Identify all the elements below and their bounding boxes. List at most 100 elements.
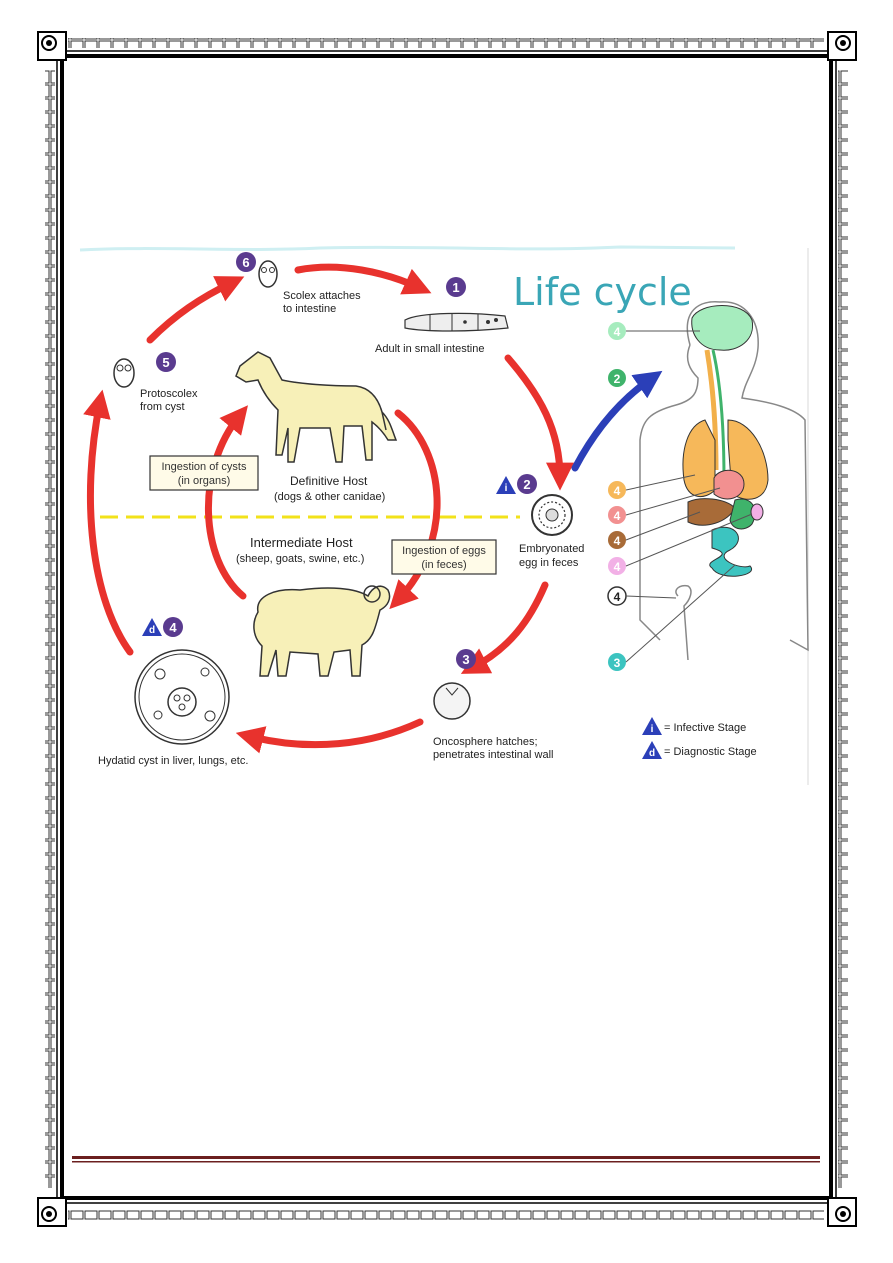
protoscolex-icon <box>113 358 135 388</box>
stage-3: 3 Oncosphere hatches; penetrates intesti… <box>433 649 553 761</box>
intestine-organ <box>709 526 753 577</box>
marker-general: 2 <box>608 369 626 387</box>
stomach-organ <box>729 498 756 530</box>
stage-2-label-1: Embryonated <box>519 543 584 555</box>
stage-5: 5 Protoscolex from cyst <box>113 352 198 413</box>
host-loop-arrows <box>204 405 441 610</box>
hydatid-cyst-icon <box>134 649 230 745</box>
corner-ornament-br <box>827 1197 857 1227</box>
stage-5-label-2: from cyst <box>140 401 185 413</box>
scolex-icon <box>258 260 278 288</box>
left-lung-organ <box>682 419 716 498</box>
dog-illustration <box>235 351 398 463</box>
stage-4-label: Hydatid cyst in liver, lungs, etc. <box>98 755 248 767</box>
stage-6-number: 6 <box>242 255 249 270</box>
diagnostic-stage-icon <box>142 618 162 636</box>
stage-5-label-1: Protoscolex <box>140 388 198 400</box>
page-border <box>37 31 857 1227</box>
svg-text:4: 4 <box>614 325 621 339</box>
stage-4: d 4 Hydatid cyst in liver, lungs, etc. <box>98 617 248 767</box>
arrow-6-to-1 <box>294 263 432 295</box>
cycle-arrows <box>83 263 574 754</box>
arrow-4-to-5 <box>83 389 134 656</box>
svg-text:d: d <box>649 748 655 759</box>
legend-diagnostic-icon <box>642 741 662 759</box>
footer-rule <box>72 1156 820 1163</box>
adult-tapeworm-icon <box>404 312 509 332</box>
diagnostic-stage-letter: d <box>149 625 155 636</box>
stage-5-number: 5 <box>162 355 169 370</box>
arrow-2-to-3 <box>460 581 549 674</box>
spleen-organ <box>750 503 764 521</box>
ingestion-cysts-line-1: Ingestion of cysts <box>162 461 247 473</box>
legend-diagnostic-label: = Diagnostic Stage <box>664 746 757 758</box>
arrow-3-to-4 <box>235 718 424 754</box>
definitive-host-title: Definitive Host <box>290 474 368 488</box>
lifecycle-figure: Life cycle 6 Scolex <box>78 245 810 787</box>
stage-2: i 2 Embryonated egg in feces <box>496 474 584 569</box>
svg-text:4: 4 <box>614 590 621 604</box>
corner-ornament-tr <box>827 31 857 61</box>
stage-6-badge <box>236 252 256 272</box>
intermediate-host-subtitle: (sheep, goats, swine, etc.) <box>236 553 364 565</box>
corner-ornament-tl <box>37 31 67 61</box>
sheep-illustration <box>253 585 391 677</box>
stage-6: 6 Scolex attaches to intestine <box>236 252 361 315</box>
legend-infective-icon <box>642 717 662 735</box>
marker-brain: 4 <box>608 322 700 340</box>
stage-1-badge <box>446 277 466 297</box>
stage-3-label-2: penetrates intestinal wall <box>433 749 553 761</box>
brain-organ <box>691 305 754 351</box>
stage-1-label: Adult in small intestine <box>375 343 484 355</box>
ingestion-eggs-line-2: (in feces) <box>421 559 466 571</box>
legend-infective: i = Infective Stage <box>642 717 746 735</box>
legend: i = Infective Stage d = Diagnostic Stage <box>642 717 757 759</box>
heart-organ <box>713 469 745 500</box>
infective-stage-icon <box>496 476 516 494</box>
stage-5-badge <box>156 352 176 372</box>
marker-spleen: 4 <box>608 513 753 575</box>
legend-infective-label: = Infective Stage <box>664 722 746 734</box>
stage-2-label-2: egg in feces <box>519 557 579 569</box>
stage-3-number: 3 <box>462 652 469 667</box>
legend-diagnostic: d = Diagnostic Stage <box>642 741 757 759</box>
stage-1-number: 1 <box>452 280 459 295</box>
svg-text:4: 4 <box>614 484 621 498</box>
ingestion-cysts-box: Ingestion of cysts (in organs) <box>149 455 259 491</box>
stage-2-badge <box>517 474 537 494</box>
marker-heart: 4 <box>608 487 721 524</box>
arrow-5-to-6 <box>146 276 245 344</box>
stage-4-badge <box>163 617 183 637</box>
marker-intestine: 3 <box>608 564 736 671</box>
intermediate-host-title: Intermediate Host <box>250 535 353 550</box>
stage-6-label-1: Scolex attaches <box>283 290 361 302</box>
arrow-1-to-2 <box>504 354 574 491</box>
infective-stage-letter: i <box>505 483 508 494</box>
arrow-to-human <box>571 370 663 472</box>
bone-organ <box>675 584 692 661</box>
ingestion-cysts-line-2: (in organs) <box>178 475 231 487</box>
arrow-dog-to-sheep <box>389 409 441 610</box>
ingestion-eggs-box: Ingestion of eggs (in feces) <box>391 539 497 575</box>
human-figure <box>639 301 809 661</box>
svg-text:4: 4 <box>614 534 621 548</box>
ingestion-eggs-line-1: Ingestion of eggs <box>402 545 486 557</box>
svg-text:i: i <box>651 724 654 735</box>
oncosphere-icon <box>433 682 471 720</box>
organ-markers: 4 2 4 4 4 <box>607 322 753 671</box>
trachea-organ <box>704 349 719 471</box>
svg-text:3: 3 <box>614 656 621 670</box>
svg-text:4: 4 <box>614 509 621 523</box>
diagram-title: Life cycle <box>513 270 692 314</box>
marker-lung: 4 <box>608 474 696 499</box>
stage-6-label-2: to intestine <box>283 303 336 315</box>
marker-bone: 4 <box>607 586 677 606</box>
stage-2-number: 2 <box>523 477 530 492</box>
svg-text:2: 2 <box>614 372 621 386</box>
esophagus-organ <box>711 349 726 481</box>
egg-icon <box>531 494 573 536</box>
stage-4-number: 4 <box>169 620 177 635</box>
stage-1: 1 Adult in small intestine <box>375 277 509 355</box>
definitive-host-subtitle: (dogs & other canidae) <box>274 491 385 503</box>
